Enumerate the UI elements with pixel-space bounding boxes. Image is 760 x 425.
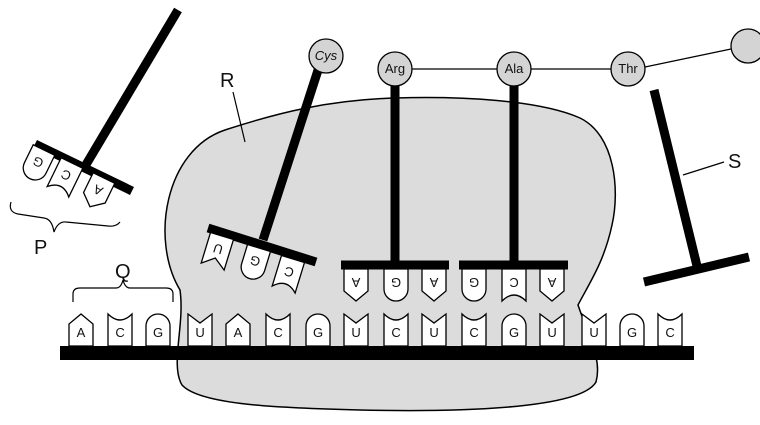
svg-text:C: C <box>282 263 295 280</box>
amino-acid-ala: Ala <box>496 51 532 87</box>
svg-text:G: G <box>391 275 401 290</box>
svg-text:C: C <box>391 325 400 340</box>
svg-text:U: U <box>547 325 556 340</box>
svg-text:U: U <box>195 325 204 340</box>
mrna-strand <box>60 346 694 360</box>
svg-text:G: G <box>509 325 519 340</box>
label-s: S <box>728 151 741 173</box>
mrna-base: C <box>657 312 683 347</box>
mrna-base: C <box>107 312 133 347</box>
mrna-base: U <box>539 312 565 347</box>
svg-text:A: A <box>234 325 243 340</box>
mrna-base: U <box>421 312 447 347</box>
svg-text:U: U <box>429 325 438 340</box>
mrna-base: G <box>145 313 171 347</box>
svg-text:G: G <box>153 325 163 340</box>
svg-text:C: C <box>469 325 478 340</box>
trna-s <box>642 88 751 287</box>
trna-p-base: C <box>45 156 84 199</box>
amino-acid-thr-label: Thr <box>618 61 638 76</box>
svg-text:U: U <box>211 240 224 257</box>
mrna-base: G <box>619 313 645 347</box>
amino-acid-thr: Thr <box>610 51 646 87</box>
peptide-bond-3 <box>644 48 732 68</box>
leader-s <box>682 161 725 176</box>
amino-acid-arg: Arg <box>377 51 413 87</box>
mrna-base: U <box>581 312 607 347</box>
trna-cys: U G C <box>200 62 325 295</box>
leader-r <box>232 91 246 143</box>
amino-acid-cys-label: Cys <box>315 48 338 63</box>
svg-text:A: A <box>547 275 556 290</box>
trna-ala-base: G <box>461 268 487 302</box>
trna-ala-base: A <box>539 268 565 302</box>
trna-arg-base: A <box>421 268 447 302</box>
mrna-base: A <box>68 313 94 347</box>
amino-acid-arg-label: Arg <box>385 61 405 76</box>
mrna-base: G <box>305 313 331 347</box>
amino-acid-ala-label: Ala <box>505 61 525 76</box>
trna-cys-base: U <box>200 231 235 272</box>
mrna-base: C <box>461 312 487 347</box>
trna-arg-base: A <box>343 268 369 302</box>
mrna-base: G <box>501 313 527 347</box>
svg-text:G: G <box>313 325 323 340</box>
mrna-base: C <box>383 312 409 347</box>
trna-cys-base: C <box>271 254 306 295</box>
trna-p-base: A <box>82 171 116 208</box>
svg-text:G: G <box>248 252 262 269</box>
amino-acid-next <box>730 28 760 64</box>
svg-text:U: U <box>351 325 360 340</box>
mrna-base: U <box>343 312 369 347</box>
mrna-base: C <box>265 312 291 347</box>
mrna-base: U <box>187 312 213 347</box>
svg-text:C: C <box>115 325 124 340</box>
svg-text:A: A <box>77 325 86 340</box>
amino-acid-cys: Cys <box>308 38 344 74</box>
label-r: R <box>220 70 234 92</box>
label-q: Q <box>115 261 131 283</box>
ribosome <box>164 96 617 412</box>
svg-text:A: A <box>429 275 438 290</box>
trna-p-base: G <box>22 143 56 181</box>
svg-text:C: C <box>273 325 282 340</box>
bracket-q <box>72 279 174 302</box>
mrna-base: A <box>225 313 251 347</box>
trna-arg-base: G <box>383 268 409 302</box>
svg-text:A: A <box>351 275 360 290</box>
svg-text:G: G <box>469 275 479 290</box>
svg-text:G: G <box>627 325 637 340</box>
svg-text:C: C <box>509 275 518 290</box>
svg-text:U: U <box>589 325 598 340</box>
trna-p: GCA <box>22 7 182 208</box>
bracket-p <box>9 201 121 233</box>
svg-text:C: C <box>665 325 674 340</box>
trna-ala-base: C <box>501 268 527 303</box>
label-p: P <box>34 237 47 259</box>
trna-cys-base: G <box>240 243 272 280</box>
